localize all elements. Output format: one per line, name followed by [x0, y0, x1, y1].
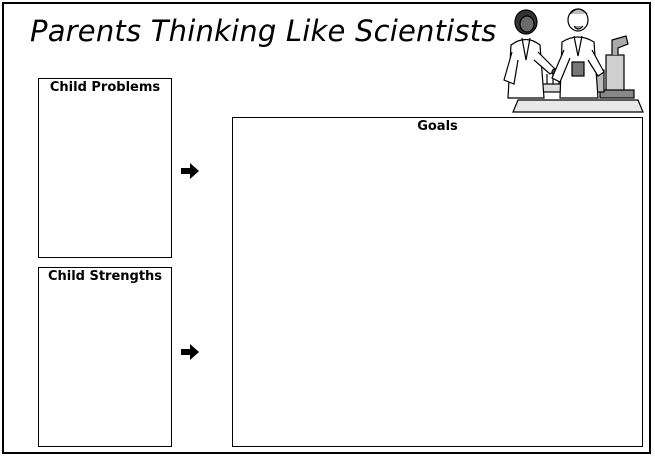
child-problems-label: Child Problems — [49, 80, 161, 95]
right-arrow-icon — [181, 344, 199, 360]
goals-box: Goals — [232, 117, 643, 447]
goals-label: Goals — [417, 119, 458, 134]
child-problems-box: Child Problems — [38, 78, 172, 258]
page-title: Parents Thinking Like Scientists — [30, 14, 497, 48]
scientists-in-lab-icon — [503, 8, 644, 113]
child-strengths-box: Child Strengths — [38, 267, 172, 447]
page-frame — [2, 2, 651, 454]
child-strengths-label: Child Strengths — [47, 269, 163, 284]
right-arrow-icon — [181, 163, 199, 179]
